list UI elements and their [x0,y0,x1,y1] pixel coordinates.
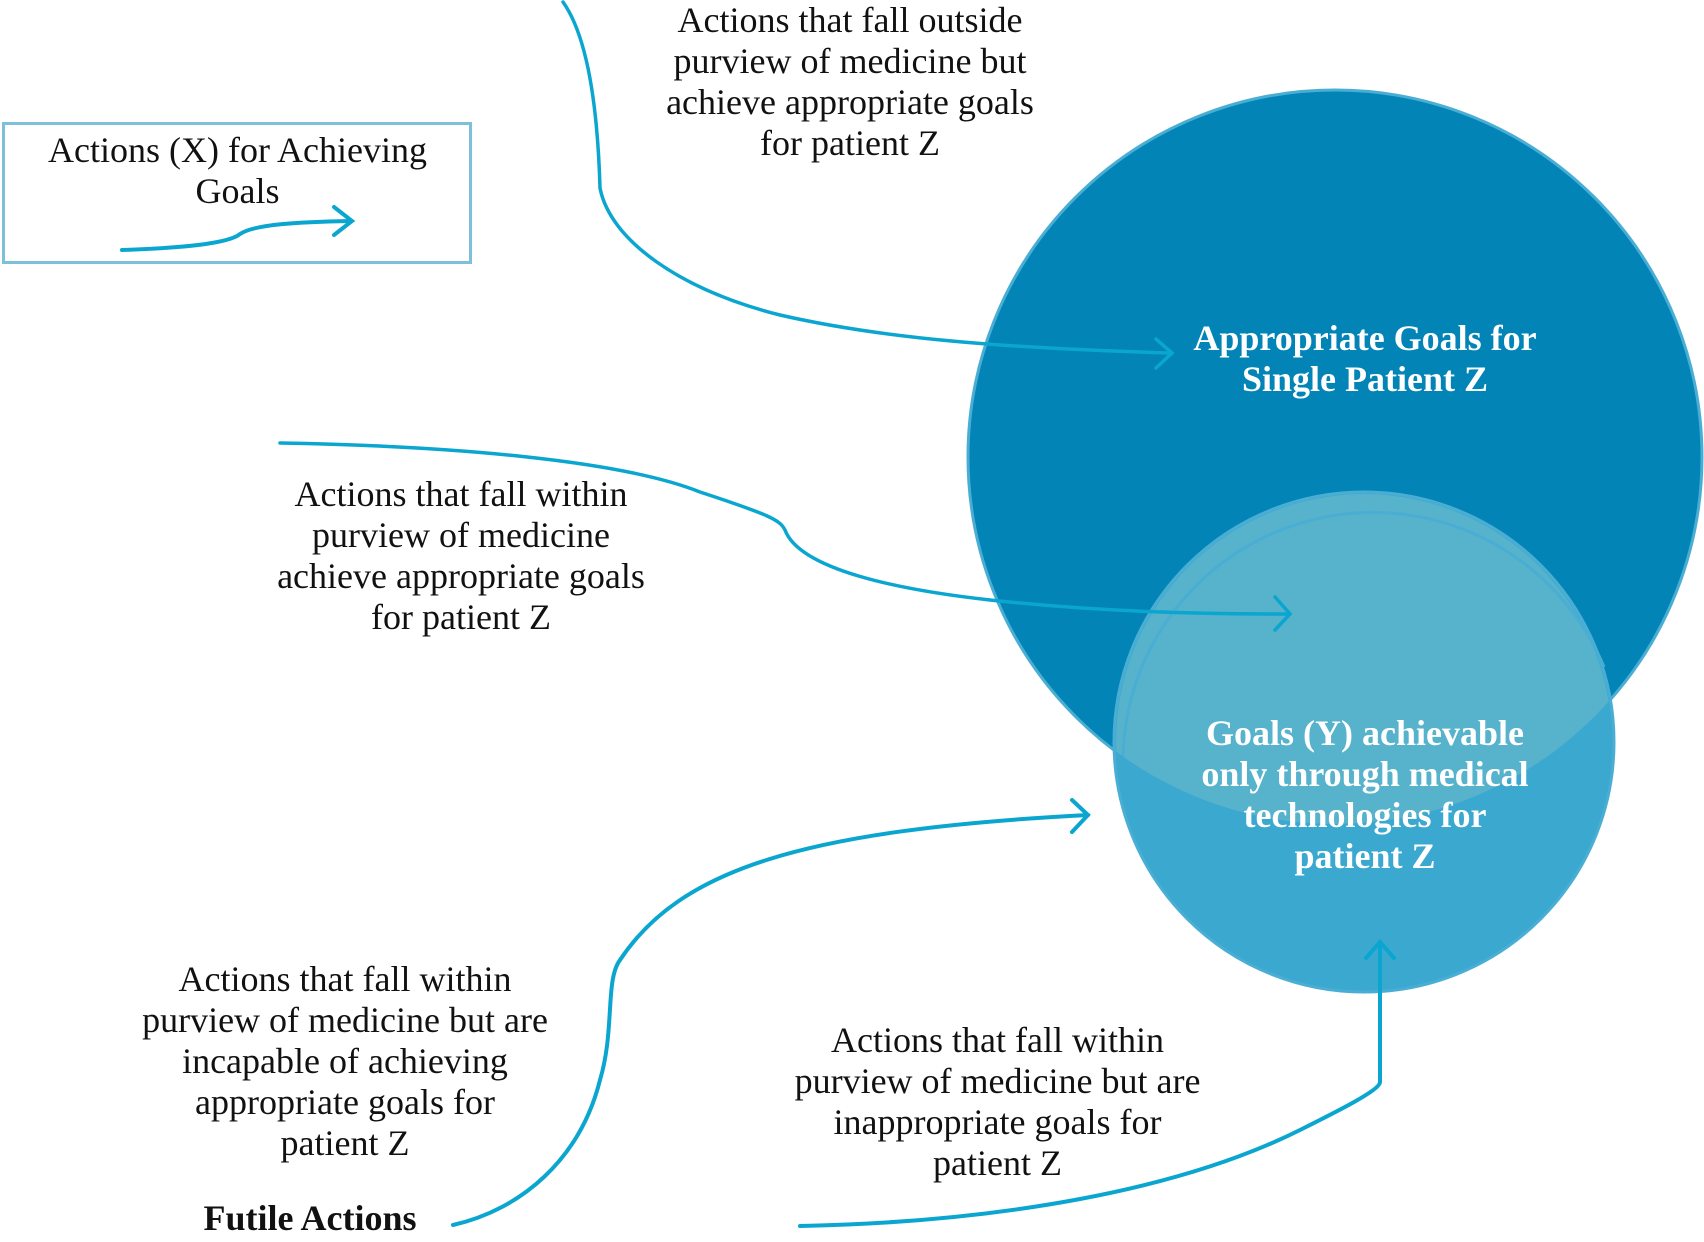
futile-actions-title: Futile Actions [203,1198,417,1238]
arrow-outside-purview [561,0,1175,370]
annotation-line: patient Z [280,1123,410,1163]
annotation-line: patient Z [933,1143,1062,1183]
annotation-line: inappropriate goals for [833,1102,1162,1142]
annotation-line: Actions that fall within [178,959,512,999]
appropriate-goals-line: Single Patient Z [1241,359,1488,399]
medical-technology-goals-label: Goals (Y) achievable only through medica… [1140,713,1590,877]
annotation-inappropriate: Actions that fall within purview of medi… [750,1020,1245,1184]
overlap-region [1116,494,1612,824]
annotation-line: purview of medicine but are [794,1061,1201,1101]
arrow-within-purview [278,441,1293,632]
annotation-line: purview of medicine but [673,41,1027,81]
legend-arrow-icon [120,205,356,252]
legend-label: Actions (X) for Achieving Goals [0,130,475,212]
legend-box [2,122,472,264]
annotation-line: appropriate goals for [195,1082,495,1122]
appropriate-goals-line: Appropriate Goals for [1193,318,1537,358]
annotation-line: for patient Z [371,597,551,637]
legend-label-line: Goals [195,171,280,211]
annotation-within-purview: Actions that fall within purview of medi… [231,474,691,638]
annotation-line: Actions that fall within [294,474,628,514]
arrow-inappropriate-goals [798,938,1396,1228]
annotation-line: achieve appropriate goals [666,82,1034,122]
annotation-line: for patient Z [760,123,940,163]
appropriate-goals-label: Appropriate Goals for Single Patient Z [1160,318,1570,400]
overlap-outline [1121,511,1606,758]
medical-goals-line: Goals (Y) achievable [1206,713,1524,753]
annotation-outside-purview: Actions that fall outside purview of med… [620,0,1080,164]
medical-goals-line: patient Z [1294,836,1436,876]
annotation-incapable: Actions that fall within purview of medi… [95,959,595,1164]
annotation-line: purview of medicine [312,515,610,555]
medical-goals-line: only through medical [1201,754,1529,794]
legend-label-line: Actions (X) for Achieving [48,130,427,170]
annotation-line: incapable of achieving [182,1041,508,1081]
medical-goals-line: technologies for [1243,795,1487,835]
arrow-futile-actions [451,798,1091,1227]
annotation-line: Actions that fall outside [677,0,1023,40]
annotation-line: Actions that fall within [831,1020,1164,1060]
annotation-line: purview of medicine but are [142,1000,548,1040]
annotation-line: achieve appropriate goals [277,556,645,596]
